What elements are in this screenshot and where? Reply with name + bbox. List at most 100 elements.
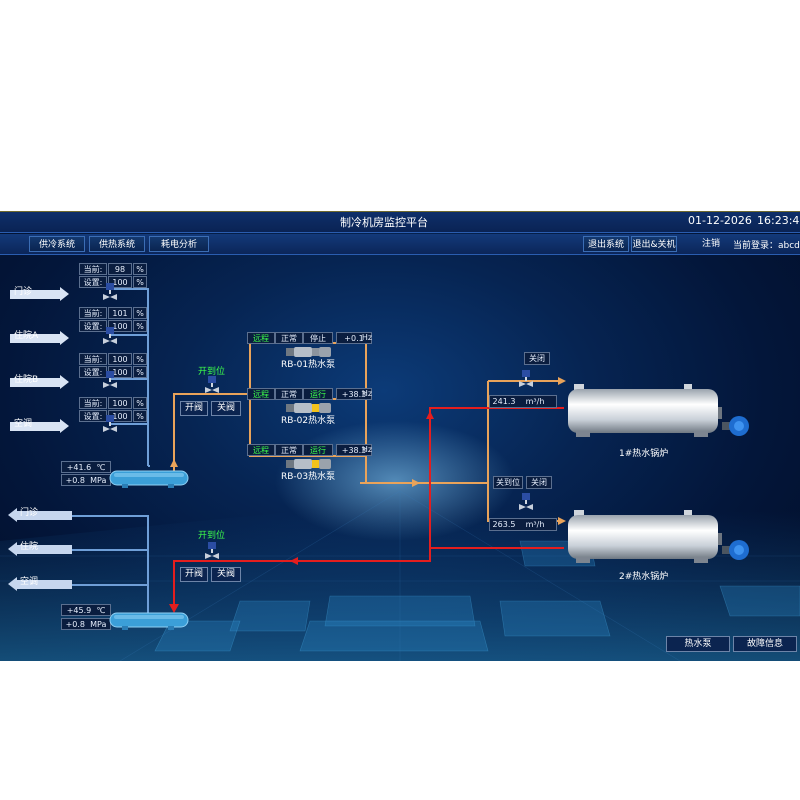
pump-1-icon[interactable] (286, 400, 332, 414)
pump-1-unit: Hz (361, 389, 373, 398)
branch-1-name: 住院A (14, 331, 39, 341)
lower-valve-state: 开到位 (198, 531, 226, 541)
pump-1-run-box: 运行 (303, 388, 333, 400)
boiler1-image (568, 384, 722, 437)
pump-1-run: 运行 (310, 390, 326, 399)
return-2-arrow-head-icon (8, 577, 17, 591)
boiler2-flow-box: 263.5 m³/h (489, 518, 557, 531)
branch-3-current-value-box: 100 (108, 397, 132, 409)
upper-valve-icon[interactable] (204, 376, 220, 394)
branch-0-current-label: 当前: (83, 265, 103, 274)
branch-3-current-label-box: 当前: (79, 397, 107, 409)
return-0-name: 门诊 (20, 508, 39, 518)
branch-3-set-label: 设置: (83, 412, 103, 421)
branch-3-current-value: 100 (112, 399, 128, 408)
boiler1-flow-value: 241.3 (492, 397, 516, 406)
supply-temp-value: +41.6 (66, 463, 92, 472)
boiler1-valve-icon[interactable] (518, 370, 534, 388)
branch-0-current-value: 98 (114, 265, 126, 274)
boiler2-valve-state: 关到位 (493, 476, 523, 489)
return-2-arrow (8, 577, 72, 591)
branch-0-arrow-head-icon (60, 287, 69, 301)
pump-1-freq-box: +38.3 (336, 388, 372, 400)
branch-2-name: 住院B (14, 375, 39, 385)
supply-pressure-unit: MPa (90, 476, 107, 485)
toolbar: 供冷系统 供热系统 耗电分析 退出系统 退出&关机 注销 当前登录：abcd (0, 234, 800, 255)
branch-2-current-label: 当前: (83, 355, 103, 364)
tab-heating-system[interactable]: 供热系统 (89, 236, 145, 252)
pump-2-icon[interactable] (286, 456, 332, 470)
return-pressure-unit: MPa (90, 620, 107, 629)
lower-valve-icon[interactable] (204, 542, 220, 560)
branch-0-current-value-box: 98 (108, 263, 132, 275)
boiler2-valve-icon[interactable] (518, 493, 534, 511)
boiler2-flow-unit: m³/h (525, 520, 545, 529)
branch-2-set-label: 设置: (83, 368, 103, 377)
pump-2-mode-box: 远程 (247, 444, 275, 456)
branch-2-current-unit: % (136, 355, 144, 364)
branch-3-set-unit-box: % (133, 410, 147, 422)
lower-valve-open-button[interactable]: 开阀 (180, 567, 208, 582)
pump-0-unit: Hz (361, 333, 373, 342)
exit-system-button[interactable]: 退出系统 (583, 236, 629, 252)
boiler1-flow-box: 241.3 m³/h (489, 395, 557, 408)
boiler2-flow-value: 263.5 (492, 520, 516, 529)
branch-0-set-unit-box: % (133, 276, 147, 288)
branch-0-set-label-box: 设置: (79, 276, 107, 288)
branch-2-current-value-box: 100 (108, 353, 132, 365)
pump-0-name: RB-01热水泵 (281, 360, 336, 370)
supply-header-tank (109, 470, 189, 488)
pump-0-icon[interactable] (286, 344, 332, 358)
branch-2-set-unit-box: % (133, 366, 147, 378)
branch-1-valve-icon[interactable] (102, 327, 118, 345)
upper-valve-close-button[interactable]: 关阀 (211, 401, 241, 416)
branch-0-name: 门诊 (14, 287, 33, 297)
lower-valve-close-button[interactable]: 关阀 (211, 567, 241, 582)
return-0-arrow-head-icon (8, 508, 17, 522)
tab-cooling-system[interactable]: 供冷系统 (29, 236, 85, 252)
return-temp-value: +45.9 (66, 606, 92, 615)
branch-1-set-unit-box: % (133, 320, 147, 332)
branch-3-valve-icon[interactable] (102, 415, 118, 433)
return-1-arrow-bar (17, 545, 72, 554)
return-1-arrow-head-icon (8, 542, 17, 556)
branch-0-set-label: 设置: (83, 278, 103, 287)
pump-0-unit-box: Hz (358, 332, 376, 344)
pump-1-unit-box: Hz (358, 388, 376, 400)
branch-1-set-label-box: 设置: (79, 320, 107, 332)
return-temp-box: +45.9 ℃ (61, 604, 111, 616)
branch-3-name: 空调 (14, 419, 33, 429)
boiler1-name: 1#热水锅炉 (619, 449, 669, 459)
time-display: 16:23:47 (757, 214, 800, 227)
pump-1-status-box: 正常 (275, 388, 303, 400)
pump-2-freq-box: +38.3 (336, 444, 372, 456)
hot-water-pump-button[interactable]: 热水泵 (666, 636, 730, 652)
return-temp-unit: ℃ (96, 606, 106, 615)
return-2-name: 空调 (20, 577, 39, 587)
tab-power-analysis[interactable]: 耗电分析 (149, 236, 209, 252)
branch-2-valve-icon[interactable] (102, 371, 118, 389)
branch-3-current-label: 当前: (83, 399, 103, 408)
scada-window: 制冷机房监控平台 01-12-2026 16:23:47 供冷系统 供热系统 耗… (0, 211, 800, 661)
exit-shutdown-button[interactable]: 退出&关机 (631, 236, 677, 252)
pump-1-mode-box: 远程 (247, 388, 275, 400)
pump-0-status-box: 正常 (275, 332, 303, 344)
pump-2-run-box: 运行 (303, 444, 333, 456)
branch-1-current-value-box: 101 (108, 307, 132, 319)
pump-0-run: 停止 (310, 334, 326, 343)
branch-0-arrow (10, 287, 72, 301)
branch-1-set-unit: % (136, 322, 144, 331)
pump-1-name: RB-02热水泵 (281, 416, 336, 426)
pump-2-unit-box: Hz (358, 444, 376, 456)
pump-2-freq: +38.3 (341, 446, 367, 455)
branch-2-set-unit: % (136, 368, 144, 377)
upper-valve-open-button[interactable]: 开阀 (180, 401, 208, 416)
branch-1-current-unit: % (136, 309, 144, 318)
branch-2-arrow-head-icon (60, 375, 69, 389)
logout-button[interactable]: 注销 (701, 239, 720, 249)
branch-3-arrow (10, 419, 72, 433)
fault-info-button[interactable]: 故障信息 (733, 636, 797, 652)
branch-3-current-unit-box: % (133, 397, 147, 409)
branch-0-valve-icon[interactable] (102, 283, 118, 301)
return-0-arrow-bar (17, 511, 72, 520)
